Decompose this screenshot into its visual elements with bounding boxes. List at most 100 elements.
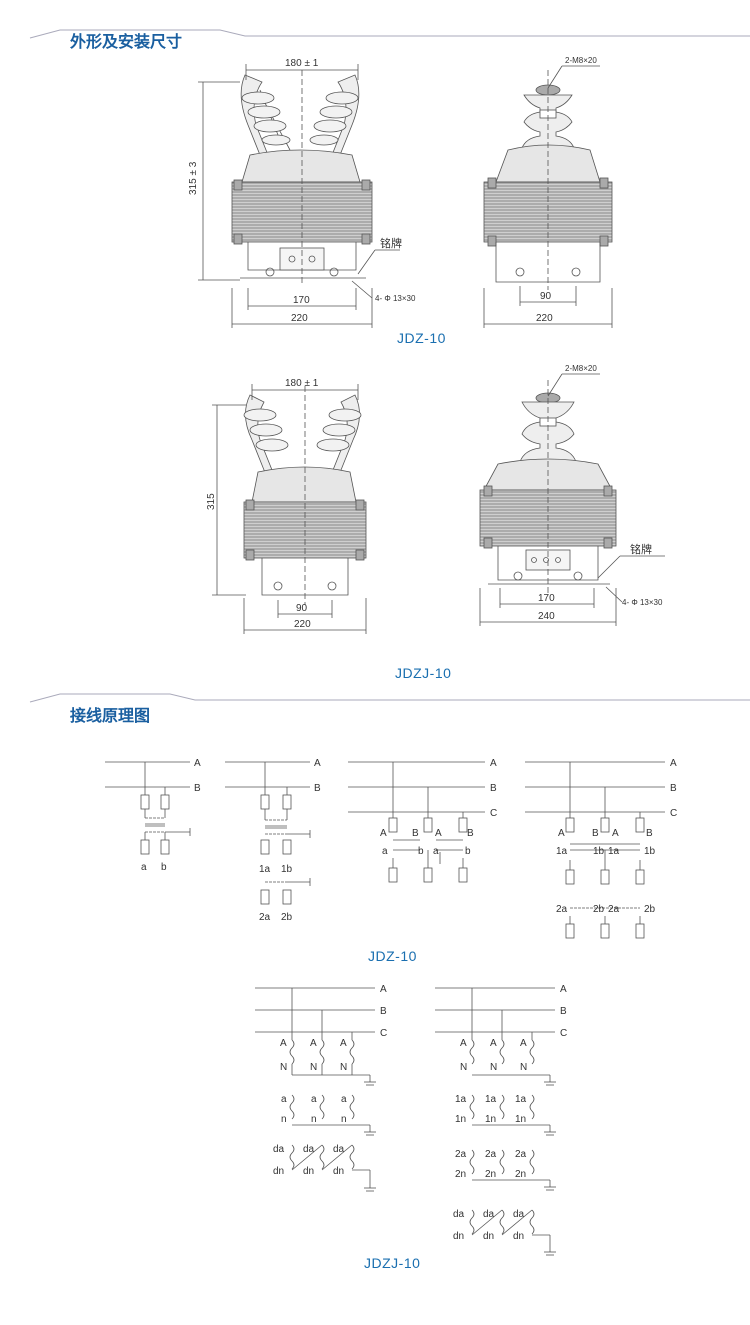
- dim-label: 180 ± 1: [285, 378, 319, 389]
- terminal-label: 2b: [281, 912, 293, 923]
- terminal-label: 1a: [455, 1094, 467, 1105]
- terminal-label: 2a: [515, 1149, 527, 1160]
- terminal-label: dn: [303, 1166, 314, 1177]
- phase-label: A: [314, 758, 321, 769]
- terminal-label: a: [433, 846, 439, 857]
- terminal-label: a: [341, 1094, 347, 1105]
- wiring-diagrams: A B a b A B 1a 1b 2a 2b A B C A B A B a …: [105, 758, 677, 1256]
- jdz10-side-view: [483, 65, 613, 328]
- dim-label: 170: [293, 295, 310, 306]
- phase-label: C: [670, 808, 677, 819]
- phase-label: A: [194, 758, 201, 769]
- terminal-label: 2a: [485, 1149, 497, 1160]
- terminal-label: 1n: [455, 1114, 466, 1125]
- terminal-label: A: [490, 1038, 497, 1049]
- terminal-label: da: [333, 1144, 345, 1155]
- terminal-label: dn: [483, 1231, 494, 1242]
- terminal-label: a: [311, 1094, 317, 1105]
- terminal-label: da: [453, 1209, 465, 1220]
- dim-label: 220: [291, 313, 308, 324]
- jdzj10-front-view: [212, 384, 367, 634]
- dim-label: 90: [296, 603, 308, 614]
- terminal-label: N: [340, 1062, 347, 1073]
- terminal-label: A: [280, 1038, 287, 1049]
- section-divider: [29, 693, 750, 703]
- terminal-label: a: [281, 1094, 287, 1105]
- section-divider: [29, 29, 750, 39]
- wiring-jdzj10-double: [435, 987, 556, 1256]
- dim-label: 4- Φ 13×30: [622, 598, 663, 607]
- wiring-jdz10-v-connection: [348, 761, 485, 883]
- dim-label: 315 ± 3: [188, 161, 199, 195]
- dim-label: 170: [538, 593, 555, 604]
- terminal-label: N: [490, 1062, 497, 1073]
- dim-label: 180 ± 1: [285, 58, 319, 69]
- dim-label: 2-M8×20: [565, 364, 597, 373]
- terminal-label: dn: [333, 1166, 344, 1177]
- terminal-label: da: [513, 1209, 525, 1220]
- section-title-wiring: 接线原理图: [70, 706, 151, 725]
- terminal-label: n: [341, 1114, 347, 1125]
- phase-label: A: [670, 758, 677, 769]
- section-title-dimensions: 外形及安装尺寸: [70, 32, 183, 51]
- wiring-jdzj10-single: [255, 987, 376, 1192]
- terminal-label: N: [520, 1062, 527, 1073]
- terminal-label: A: [380, 828, 387, 839]
- dim-label: 220: [294, 619, 311, 630]
- wiring-jdz10-double: [225, 761, 311, 905]
- jdzj10-side-view: [479, 373, 665, 626]
- terminal-label: A: [520, 1038, 527, 1049]
- terminal-label: b: [161, 862, 167, 873]
- terminal-label: a: [382, 846, 388, 857]
- terminal-label: B: [592, 828, 599, 839]
- phase-label: A: [560, 984, 567, 995]
- terminal-label: dn: [513, 1231, 524, 1242]
- terminal-label: 1a: [556, 846, 568, 857]
- terminal-label: da: [483, 1209, 495, 1220]
- terminal-label: 2n: [515, 1169, 526, 1180]
- terminal-label: B: [646, 828, 653, 839]
- caption-jdzj10-wiring: JDZJ-10: [364, 1255, 421, 1271]
- terminal-label: 2a: [455, 1149, 467, 1160]
- dim-label: 220: [536, 313, 553, 324]
- nameplate-label: 铭牌: [380, 236, 402, 250]
- terminal-label: dn: [273, 1166, 284, 1177]
- terminal-label: 2b: [593, 904, 605, 915]
- wiring-jdz10-single: [105, 761, 191, 855]
- terminal-label: n: [311, 1114, 317, 1125]
- dim-label: 315: [206, 493, 217, 510]
- phase-label: B: [490, 783, 497, 794]
- phase-label: C: [380, 1028, 387, 1039]
- terminal-label: 1a: [608, 846, 620, 857]
- terminal-label: n: [281, 1114, 287, 1125]
- phase-label: B: [380, 1006, 387, 1017]
- phase-label: B: [560, 1006, 567, 1017]
- terminal-label: 1a: [485, 1094, 497, 1105]
- terminal-label: A: [435, 828, 442, 839]
- terminal-label: 1n: [485, 1114, 496, 1125]
- terminal-label: b: [465, 846, 471, 857]
- caption-jdz10-drawings: JDZ-10: [397, 330, 446, 346]
- terminal-label: A: [558, 828, 565, 839]
- terminal-label: N: [310, 1062, 317, 1073]
- terminal-label: 2a: [556, 904, 568, 915]
- dim-label: 4- Φ 13×30: [375, 294, 416, 303]
- jdz10-front-view: [198, 64, 400, 328]
- terminal-label: A: [340, 1038, 347, 1049]
- terminal-label: da: [273, 1144, 285, 1155]
- terminal-label: 1b: [644, 846, 656, 857]
- phase-label: C: [490, 808, 497, 819]
- terminal-label: 1a: [259, 864, 271, 875]
- terminal-label: 1b: [593, 846, 605, 857]
- phase-label: B: [314, 783, 321, 794]
- terminal-label: 2b: [644, 904, 656, 915]
- terminal-label: a: [141, 862, 147, 873]
- terminal-label: b: [418, 846, 424, 857]
- terminal-label: 1a: [515, 1094, 527, 1105]
- dim-label: 240: [538, 611, 555, 622]
- terminal-label: N: [460, 1062, 467, 1073]
- caption-jdzj10-drawings: JDZJ-10: [395, 665, 452, 681]
- terminal-label: N: [280, 1062, 287, 1073]
- terminal-label: B: [467, 828, 474, 839]
- wiring-jdz10-v-double: [525, 761, 665, 939]
